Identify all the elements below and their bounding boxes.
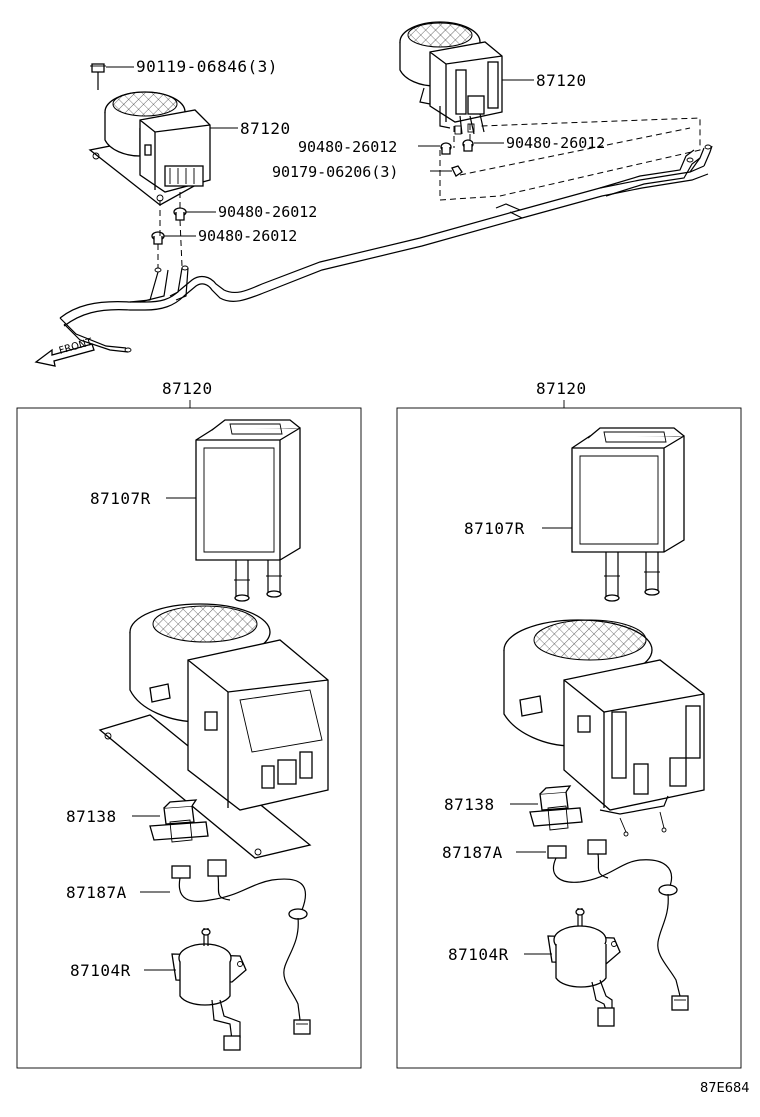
- part-87107R-right: 87107R: [464, 519, 525, 538]
- part-87138-right: 87138: [444, 795, 495, 814]
- panel-right-title: 87120: [536, 379, 587, 398]
- blower-resistor-right: [529, 785, 583, 831]
- callout-90119-06846: 90119-06846(3): [136, 57, 278, 76]
- part-87187A-left: 87187A: [66, 883, 127, 902]
- part-87104R-right: 87104R: [448, 945, 509, 964]
- callout-grommet-r2: 90480-26012: [506, 134, 605, 152]
- heater-core-right: [571, 427, 685, 602]
- heater-unit-right: [399, 21, 701, 201]
- callout-grommet-l1: 90480-26012: [218, 203, 317, 221]
- heater-pipe: [59, 144, 713, 353]
- blower-motor-right: [547, 908, 621, 1027]
- part-87107R-left: 87107R: [90, 489, 151, 508]
- overview-callouts: 90119-06846(3) 87120 87120 90480-26012 9…: [106, 57, 605, 245]
- panel-left-title: 87120: [162, 379, 213, 398]
- heater-unit-left: [88, 63, 211, 206]
- blower-resistor-left: [149, 799, 209, 843]
- wire-harness-right: [547, 839, 689, 1011]
- callout-grommet-r1: 90480-26012: [298, 138, 397, 156]
- detail-panel-left: 87120 87107R: [16, 379, 362, 1069]
- panel-right-frame: [396, 407, 742, 1069]
- front-arrow-icon: FRONT: [34, 337, 95, 367]
- part-87104R-left: 87104R: [70, 961, 131, 980]
- callout-grommet-l2: 90480-26012: [198, 227, 297, 245]
- part-87138-left: 87138: [66, 807, 117, 826]
- callout-unit-right: 87120: [536, 71, 587, 90]
- panel-left-frame: [16, 407, 362, 1069]
- callout-90179-06206: 90179-06206(3): [272, 163, 398, 181]
- part-87187A-right: 87187A: [442, 843, 503, 862]
- heater-core-left: [195, 419, 301, 602]
- reference-code: 87E684: [700, 1081, 750, 1096]
- overview-hardware: [151, 139, 474, 268]
- blower-assembly-right: [503, 619, 705, 837]
- blower-assembly-left: [98, 603, 329, 859]
- wire-harness-left: [171, 859, 311, 1035]
- callout-unit-left: 87120: [240, 119, 291, 138]
- overview-section: FRONT: [34, 21, 713, 367]
- detail-panel-right: 87120 87107R: [396, 379, 742, 1069]
- blower-motor-left: [171, 928, 247, 1051]
